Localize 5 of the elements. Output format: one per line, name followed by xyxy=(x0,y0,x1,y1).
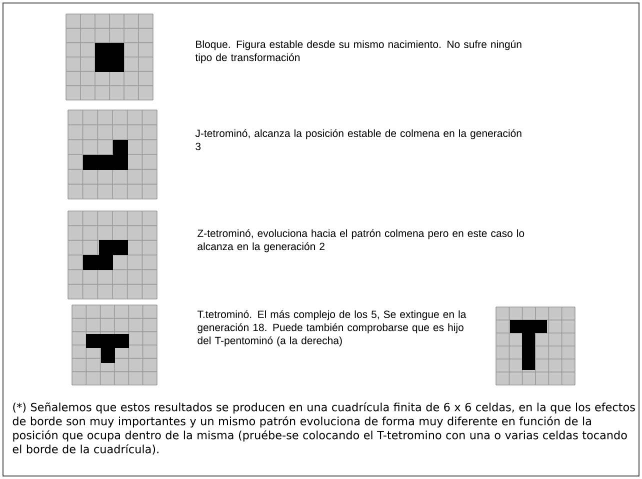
footnote-text: (*) Señalemos que estos resultados se producen en una cuadrícula finita de 6 x 6 celdas, en la que los efectos de borde son muy importantes y un mismo patrón evoluciona de forma muy diferente en función de la posición que ocupa dentro de la misma (pruébe-se colocando el T-tetromino con una o varias celdas tocando el borde de la cuadrícula). xyxy=(12,402,635,455)
description-text: Bloque. Figura estable desde su mismo nacimiento. No sufre ningún tipo de transformación xyxy=(195,40,522,64)
description-text: J-tetrominó, alcanza la posición estable de colmena en la generación 3 xyxy=(195,129,522,150)
description-text: Z-tetrominó, evoluciona hacia el patrón colmena pero en este caso lo alcanza en la generación 2 xyxy=(198,229,524,252)
description-text: T.tetrominó. El más complejo de los 5, Se extingue en la generación 18. Puede también comprobarse que es hijo del T-pentominó (a la derecha) xyxy=(197,310,466,346)
